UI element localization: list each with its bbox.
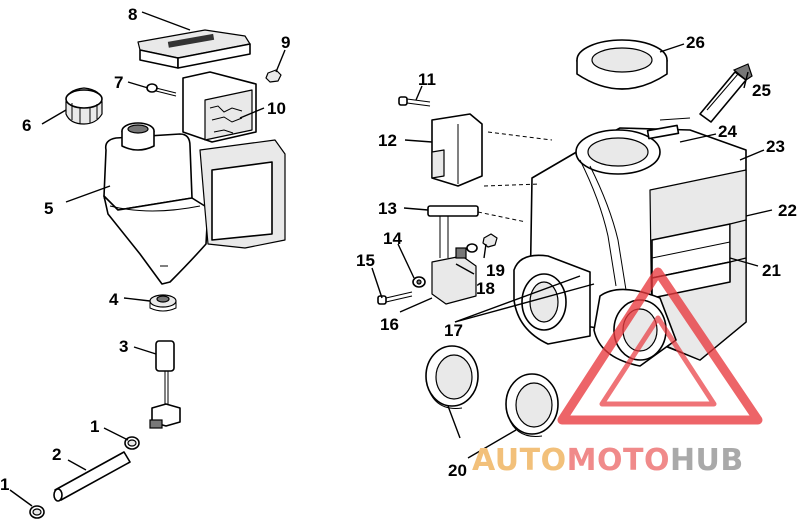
watermark-triangle-outer (557, 267, 763, 425)
watermark-text-auto: AUTO (472, 443, 567, 478)
callout-8: 8 (128, 5, 137, 24)
part-bolt-11 (398, 96, 431, 107)
callout-9: 9 (281, 33, 290, 52)
callout-18: 18 (476, 279, 495, 298)
callout-23: 23 (766, 137, 785, 156)
watermark-text-moto: MOTO (567, 443, 670, 478)
callout-17: 17 (444, 321, 463, 340)
callout-7: 7 (114, 73, 123, 92)
part-strap (699, 63, 753, 123)
part-bolt-7 (146, 83, 177, 97)
callout-24: 24 (718, 122, 737, 141)
callout-22: 22 (778, 201, 797, 220)
callout-6: 6 (22, 116, 31, 135)
part-filter (149, 340, 181, 429)
callout-20: 20 (448, 461, 467, 480)
callout-labels: 8 7 9 10 6 5 4 3 1 2 1 11 12 13 14 15 16… (0, 5, 797, 494)
part-coil (431, 247, 477, 305)
part-bracket (182, 71, 257, 143)
callout-15: 15 (356, 251, 375, 270)
callout-25: 25 (752, 81, 771, 100)
part-oil-tank (103, 122, 286, 285)
part-washer-14 (412, 276, 426, 288)
callout-5: 5 (44, 199, 53, 218)
part-hose-clamp-upper (124, 436, 140, 450)
part-ignition-module (431, 113, 483, 187)
part-filler-cap (65, 87, 103, 125)
callout-4: 4 (109, 290, 119, 309)
callout-12: 12 (378, 131, 397, 150)
part-hose-clamp-lower (29, 505, 45, 519)
callout-11: 11 (418, 70, 436, 89)
part-seal-ring-left (425, 345, 479, 409)
part-nut-19 (466, 233, 498, 253)
watermark-logo: AUTOMOTOHUB (472, 267, 763, 478)
callout-26: 26 (686, 33, 705, 52)
cover-logo-mark (167, 33, 215, 48)
part-foam-ring (576, 39, 668, 90)
callout-13: 13 (378, 199, 397, 218)
callout-16: 16 (380, 315, 399, 334)
callout-21: 21 (762, 261, 781, 280)
part-intake-boots (513, 254, 677, 367)
callout-3: 3 (119, 337, 128, 356)
svg-text:AUTOMOTOHUB: AUTOMOTOHUB (472, 443, 744, 478)
callout-2: 2 (52, 445, 61, 464)
leader-lines (9, 11, 773, 507)
part-grommet (149, 294, 177, 312)
callout-10: 10 (267, 99, 286, 118)
callout-14: 14 (383, 229, 402, 248)
part-tank-cover (137, 29, 251, 69)
callout-19: 19 (486, 261, 505, 280)
part-bolt-16 (377, 291, 413, 305)
watermark-text-hub: HUB (670, 443, 744, 478)
part-mounting-plate (427, 205, 479, 258)
watermark-triangle-inner (599, 315, 717, 407)
callout-1-upper: 1 (90, 417, 99, 436)
part-seal-ring-right (505, 373, 559, 437)
callout-1-lower: 1 (0, 475, 9, 494)
part-hose (53, 451, 131, 502)
part-nut-9 (265, 69, 282, 83)
